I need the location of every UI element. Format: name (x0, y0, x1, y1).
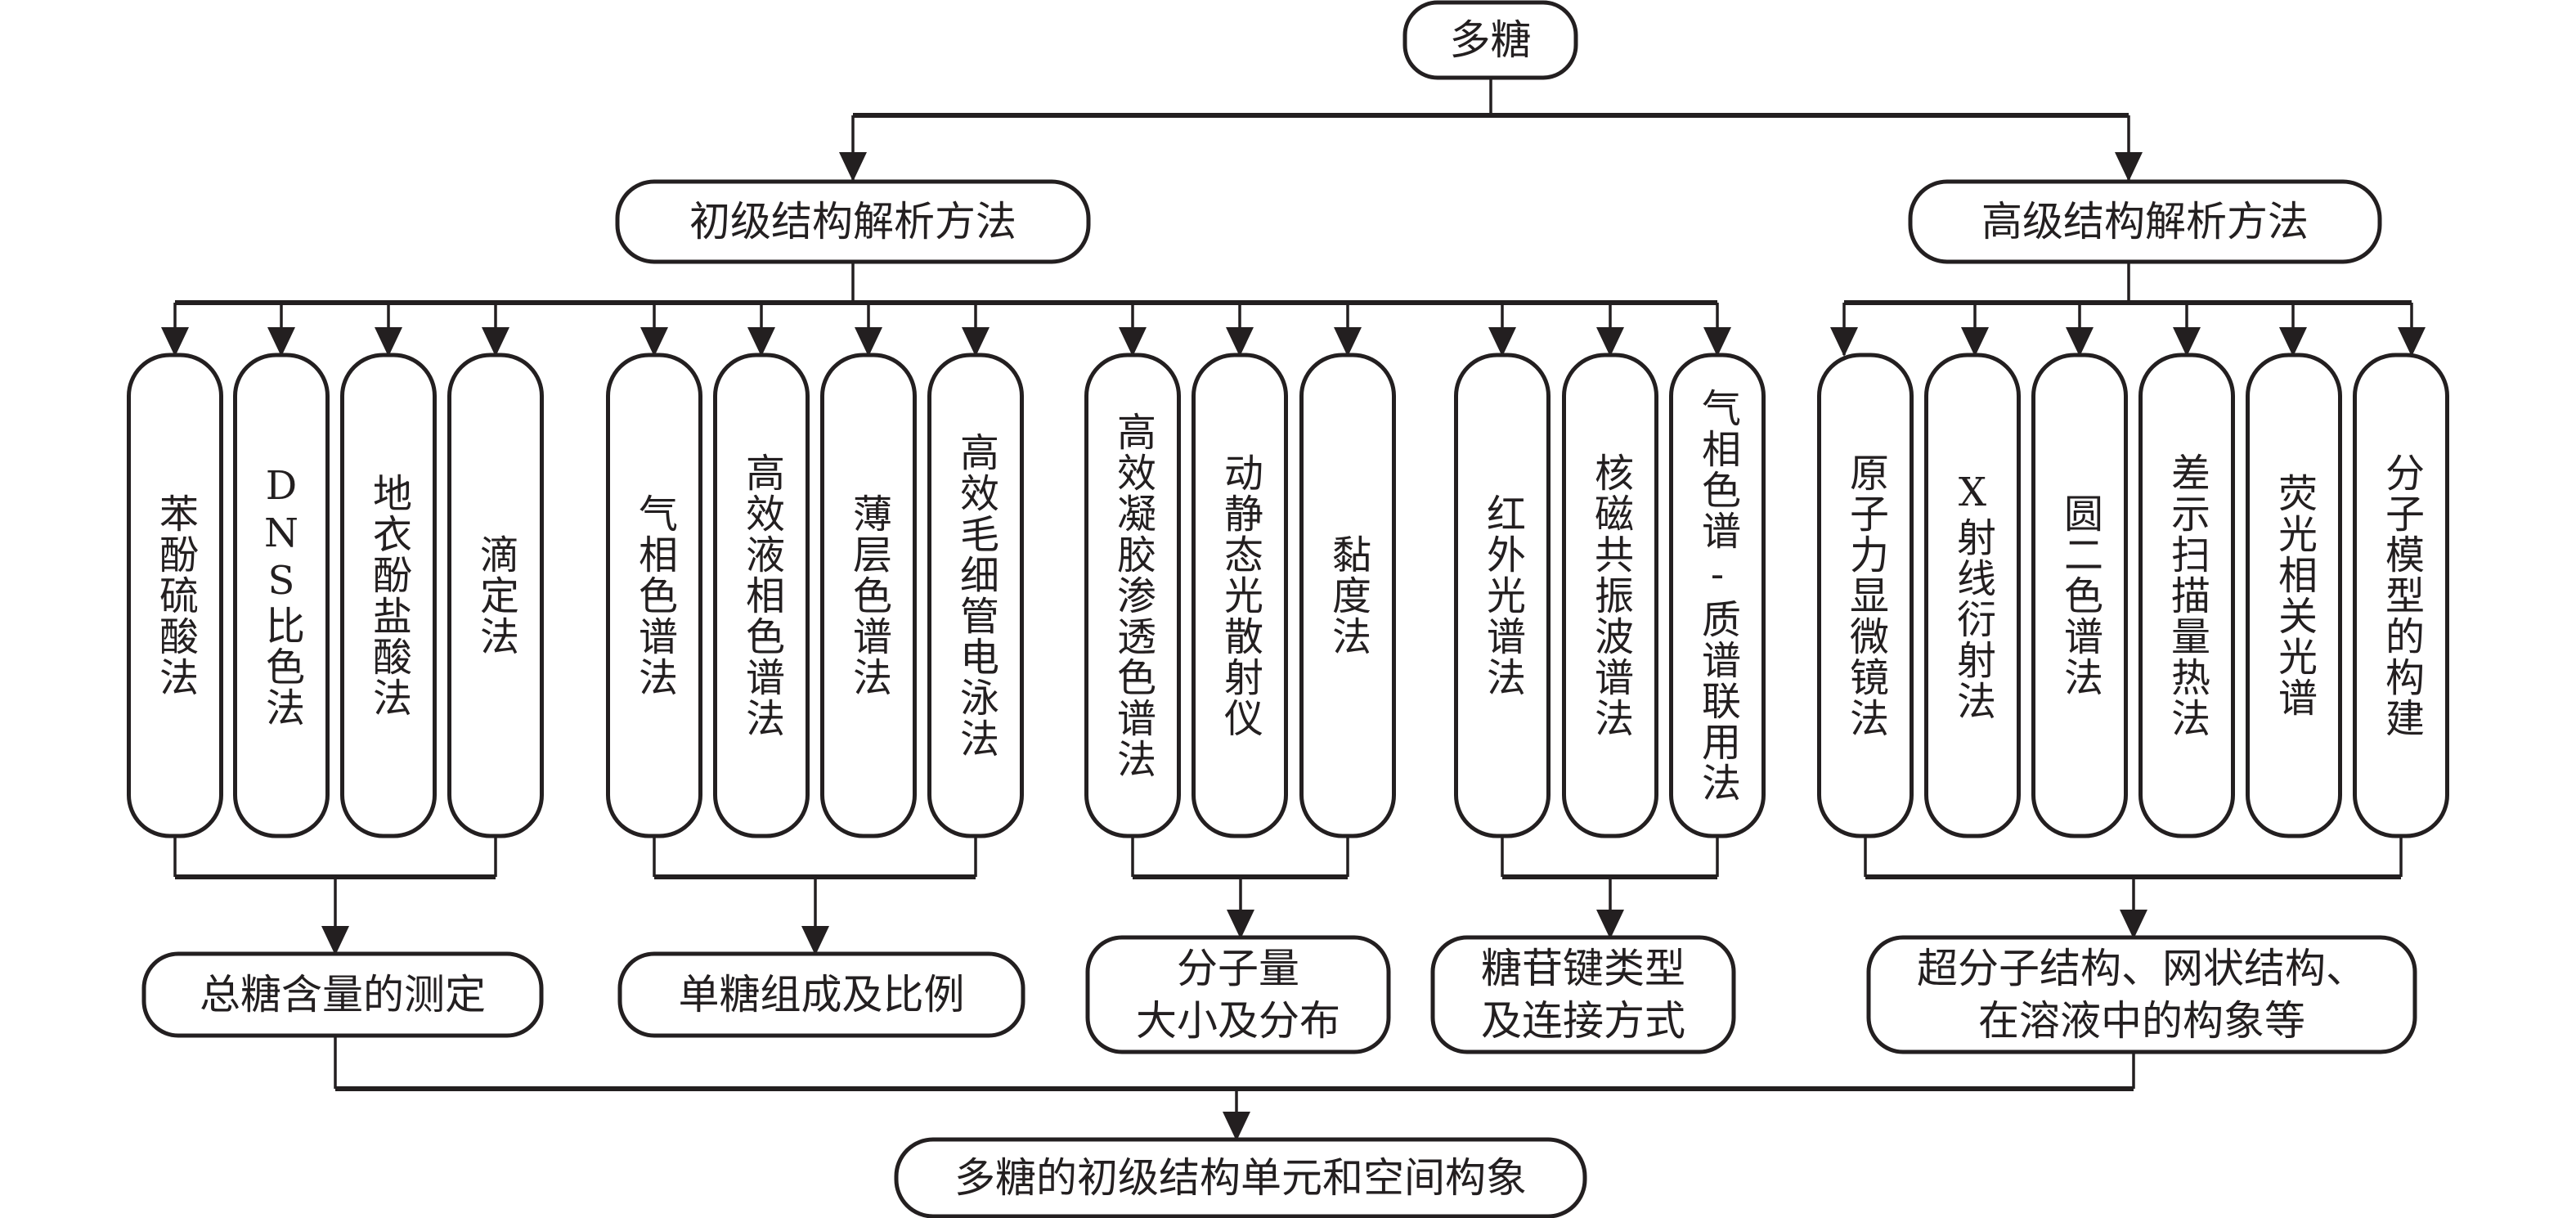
method-node-frame (1454, 353, 1551, 838)
method-node-frame (1817, 353, 1914, 838)
method-node-frame (1192, 353, 1288, 838)
method-node-frame (127, 353, 223, 838)
method-node-frame (1924, 353, 2021, 838)
arrow-to-advanced-icon (2115, 152, 2143, 182)
advanced-branch-node-frame (1908, 179, 2382, 264)
arrow-to-method-icon (1488, 327, 1516, 357)
arrow-to-result-icon (1227, 910, 1254, 939)
method-node (1817, 353, 1914, 838)
arrow-to-method-icon (747, 327, 775, 357)
result-node-frame (617, 951, 1025, 1038)
primary-branch-node (615, 179, 1091, 264)
primary-branch-node-frame (615, 179, 1091, 264)
result-node (1866, 935, 2417, 1054)
arrow-to-method-icon (375, 327, 402, 357)
arrow-to-method-icon (2173, 327, 2201, 357)
method-node-frame (1084, 353, 1181, 838)
arrow-to-result-icon (801, 926, 829, 955)
arrow-to-result-icon (2120, 910, 2147, 939)
method-node-frame (606, 353, 702, 838)
root-node (1402, 0, 1578, 80)
method-node-frame (820, 353, 917, 838)
method-node-frame (447, 353, 544, 838)
method-node-frame (2031, 353, 2128, 838)
method-node (1299, 353, 1396, 838)
final-node (894, 1137, 1587, 1218)
method-node (820, 353, 917, 838)
method-node-frame (1299, 353, 1396, 838)
result-node-frame (1430, 935, 1736, 1054)
method-node (1454, 353, 1551, 838)
method-node (340, 353, 437, 838)
arrow-to-method-icon (855, 327, 882, 357)
arrow-to-method-icon (267, 327, 295, 357)
arrow-to-method-icon (2066, 327, 2094, 357)
method-node (2246, 353, 2342, 838)
method-node-frame (233, 353, 330, 838)
method-node (1562, 353, 1658, 838)
method-node (127, 353, 223, 838)
method-node (1924, 353, 2021, 838)
method-node-frame (1562, 353, 1658, 838)
result-node (1430, 935, 1736, 1054)
arrow-to-result-icon (321, 926, 349, 955)
result-node (617, 951, 1025, 1038)
method-node (447, 353, 544, 838)
method-node (606, 353, 702, 838)
arrow-to-method-icon (2279, 327, 2307, 357)
method-node-frame (340, 353, 437, 838)
result-node (1085, 935, 1391, 1054)
arrow-to-method-icon (640, 327, 668, 357)
result-node-frame (141, 951, 544, 1038)
method-node (2353, 353, 2449, 838)
arrow-to-method-icon (1334, 327, 1362, 357)
method-node-frame (2246, 353, 2342, 838)
arrow-to-method-icon (1596, 327, 1624, 357)
advanced-branch-node (1908, 179, 2382, 264)
method-node (927, 353, 1024, 838)
result-node-frame (1866, 935, 2417, 1054)
arrow-to-method-icon (1119, 327, 1147, 357)
method-node (233, 353, 330, 838)
method-node-frame (1669, 353, 1766, 838)
root-node-frame (1402, 0, 1578, 80)
arrow-to-result-icon (1596, 910, 1624, 939)
method-node-frame (2353, 353, 2449, 838)
method-node (1084, 353, 1181, 838)
method-node-frame (2138, 353, 2235, 838)
arrow-to-method-icon (1703, 327, 1731, 357)
method-node-frame (713, 353, 810, 838)
arrow-to-final-icon (1223, 1112, 1250, 1141)
arrow-to-method-icon (962, 327, 990, 357)
arrow-to-primary-icon (839, 152, 867, 182)
arrow-to-method-icon (1226, 327, 1254, 357)
method-node (1192, 353, 1288, 838)
arrow-to-method-icon (2398, 327, 2426, 357)
result-node (141, 951, 544, 1038)
method-node (2031, 353, 2128, 838)
method-node (713, 353, 810, 838)
method-node-frame (927, 353, 1024, 838)
arrow-to-method-icon (482, 327, 509, 357)
result-node-frame (1085, 935, 1391, 1054)
arrow-to-method-icon (1830, 327, 1858, 357)
method-node (2138, 353, 2235, 838)
arrow-to-method-icon (1961, 327, 1989, 357)
final-node-frame (894, 1137, 1587, 1218)
method-node (1669, 353, 1766, 838)
arrow-to-method-icon (161, 327, 189, 357)
